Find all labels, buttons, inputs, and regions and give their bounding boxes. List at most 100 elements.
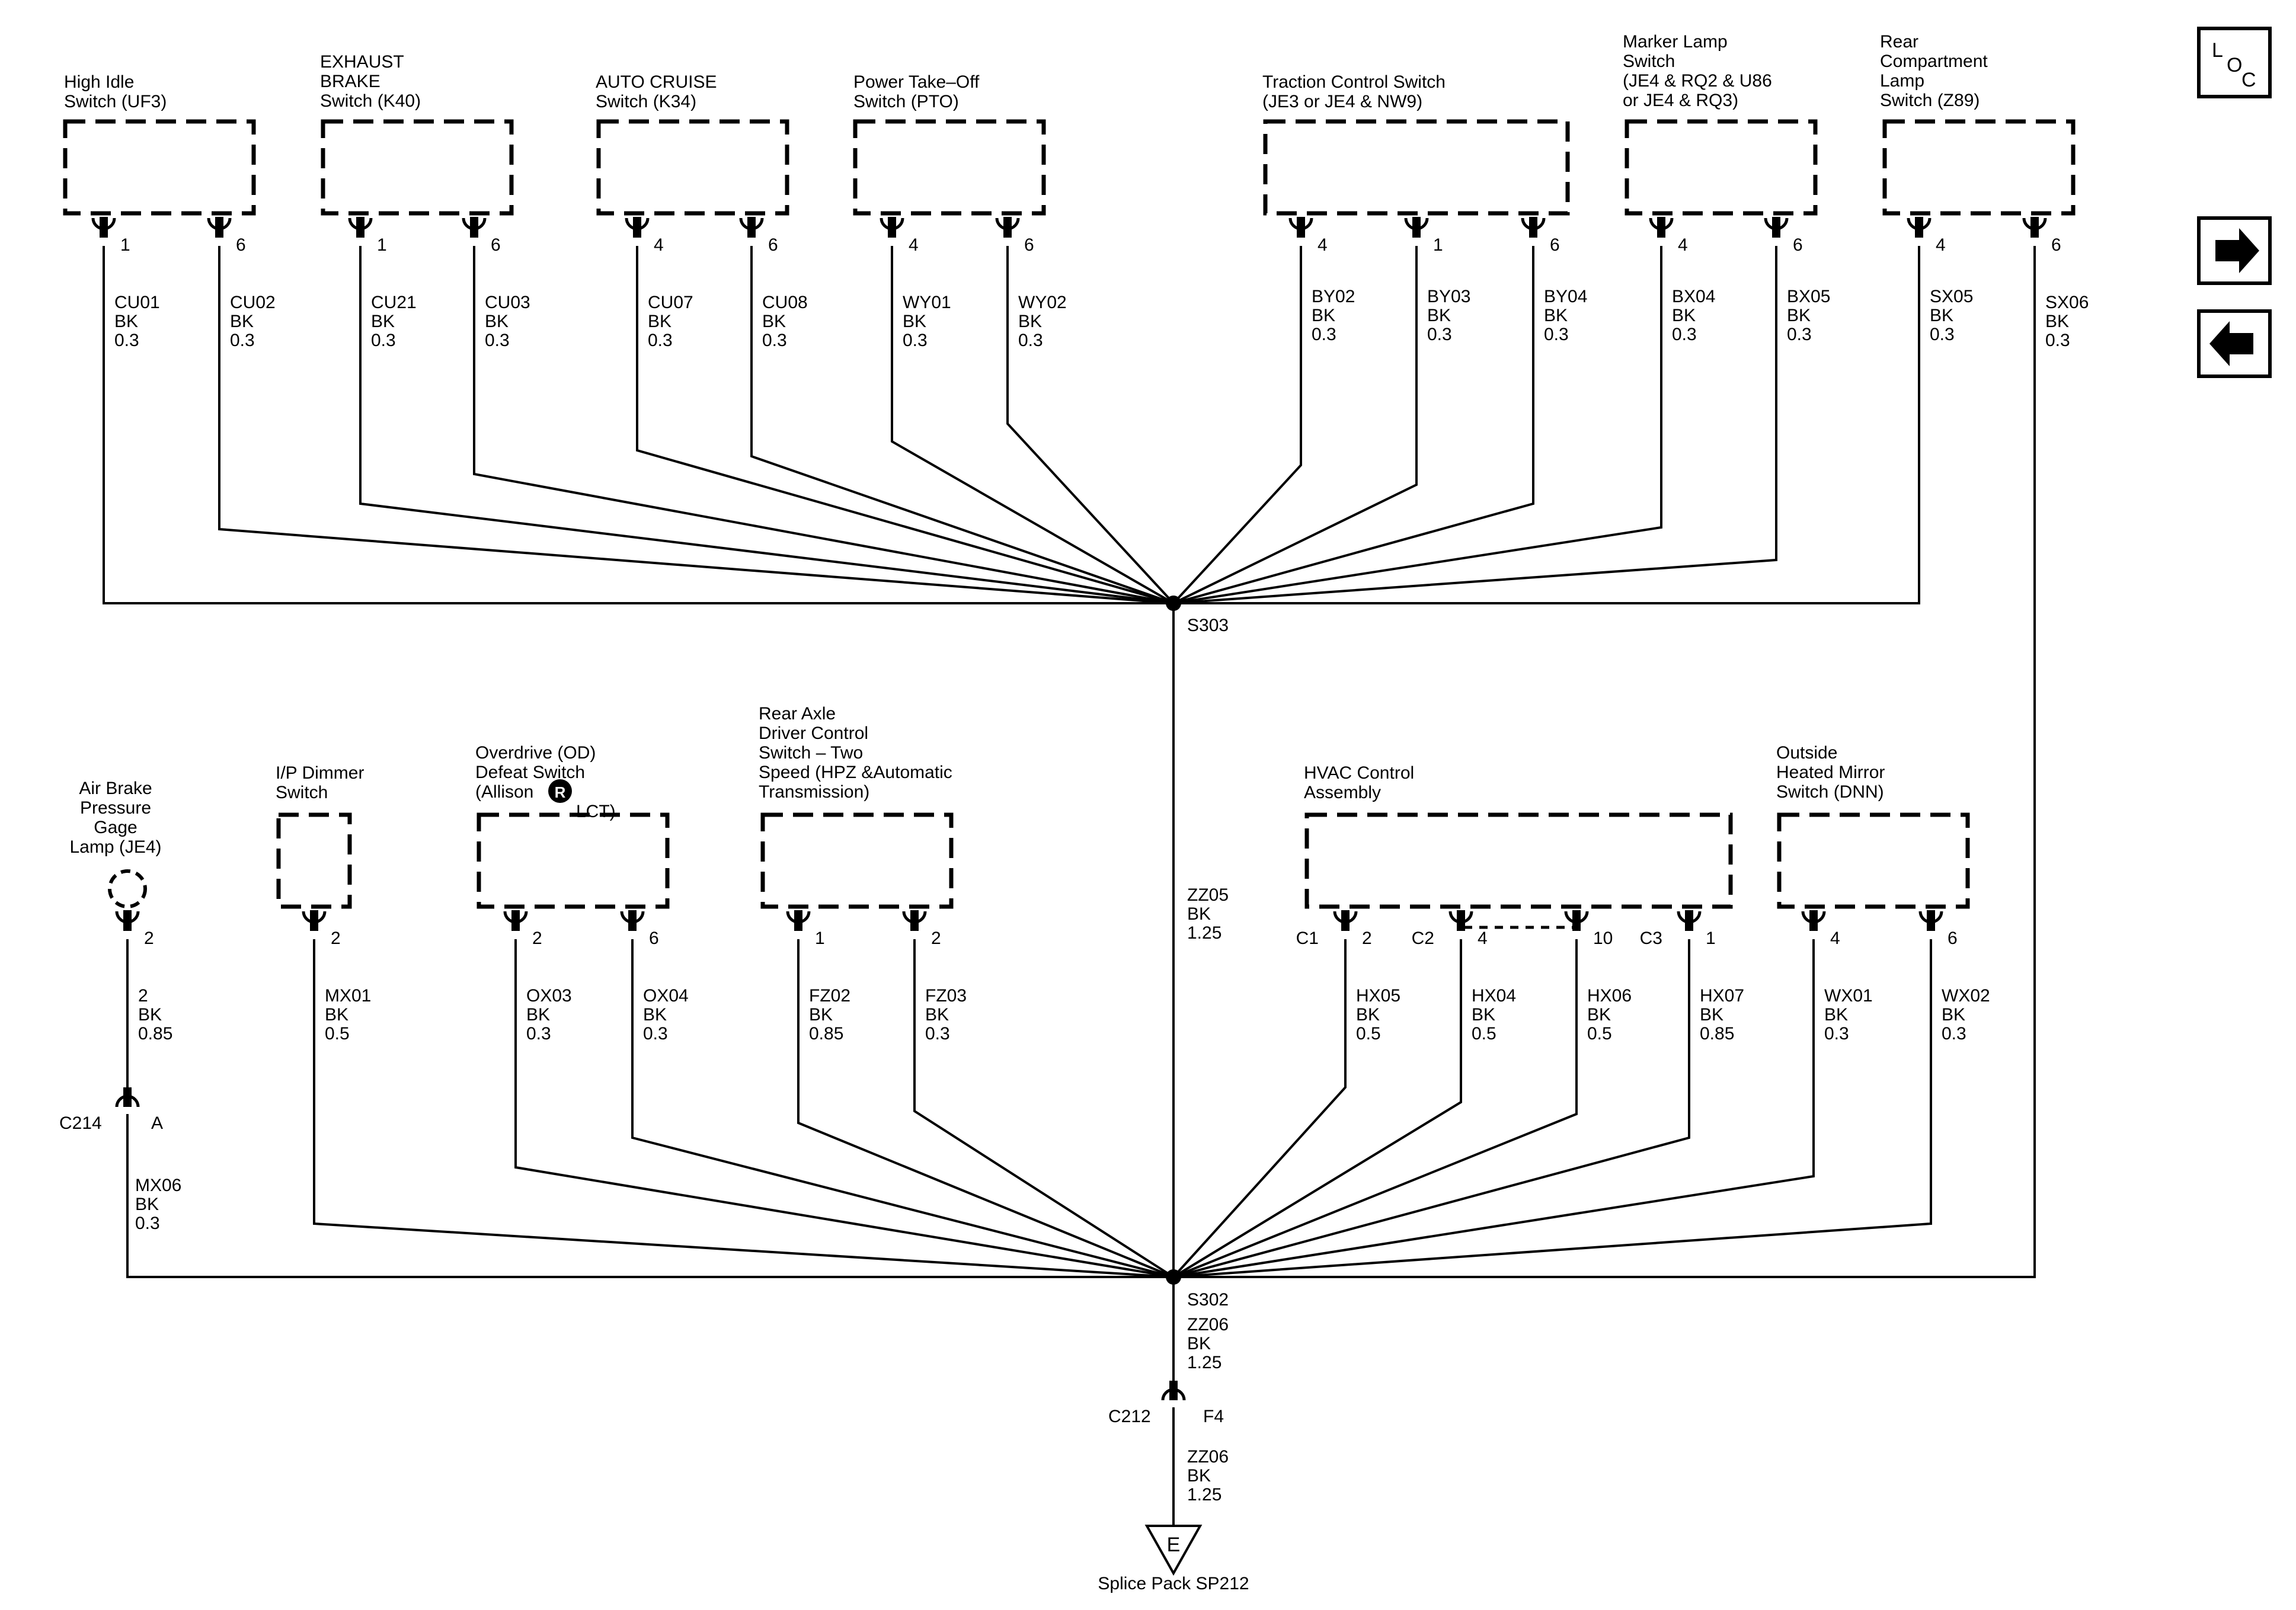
- wire-hx06: [1173, 939, 1578, 1278]
- wire-ox04: [631, 939, 1174, 1278]
- c214-pin-icon: [123, 1087, 132, 1107]
- wire-cu07: [636, 246, 1174, 604]
- hvac-pin-4-connector-pin-icon: [1457, 910, 1465, 931]
- rear-axle-circuit-FZ02: FZ02: [809, 986, 850, 1006]
- traction-circuit-BY04-gauge: 0.3: [1544, 325, 1569, 344]
- trunk-gauge: 1.25: [1187, 923, 1221, 943]
- wire-ox03: [514, 939, 1174, 1278]
- ip-dimmer-pin-2-connector-pin-icon: [310, 910, 318, 931]
- pto-label-line-1: Power Take–Off: [853, 72, 980, 92]
- wire-by02: [1172, 246, 1302, 604]
- zz06-upper-color: BK: [1187, 1334, 1211, 1353]
- rear-compartment-pin-4-connector-pin-icon: [1915, 217, 1923, 238]
- pto-pin-6-connector-pin-icon: [1003, 217, 1012, 238]
- wire-wx02: [1173, 939, 1932, 1278]
- exhaust-brake-label-line-3: Switch (K40): [320, 91, 421, 111]
- hvac-circuit-HX07-color: BK: [1700, 1005, 1723, 1025]
- pto-circuit-WY01: WY01: [903, 293, 951, 312]
- pto-pin-4-connector-pin-icon: [888, 217, 896, 238]
- previous-page-button[interactable]: [2197, 309, 2272, 378]
- zz06-upper-gauge: 1.25: [1187, 1353, 1221, 1372]
- air-brake-label-line-4: Lamp (JE4): [69, 837, 161, 857]
- mirror-label-line-1: Outside: [1776, 743, 1837, 763]
- exhaust-brake-pin-6-number: 6: [491, 235, 501, 255]
- marker-lamp-label-line-4: or JE4 & RQ3): [1623, 91, 1738, 110]
- overdrive-circuit-OX03-color: BK: [526, 1005, 550, 1025]
- mirror-pin-6-connector-pin-icon: [1927, 910, 1935, 931]
- traction-pin-6-connector: [1521, 217, 1546, 238]
- exhaust-brake-pin-6-connector-pin-icon: [470, 217, 478, 238]
- overdrive-pin-2-number: 2: [532, 929, 542, 948]
- loc-button[interactable]: L O C: [2197, 27, 2272, 98]
- traction-pin-1-connector: [1404, 217, 1429, 238]
- pto-pin-6-connector: [995, 217, 1020, 238]
- pin-connectors: [91, 217, 2047, 931]
- rear-compartment-circuit-SX06: SX06: [2045, 293, 2089, 312]
- rear-axle-pin-2-connector-pin-icon: [910, 910, 919, 931]
- hvac-circuit-HX04-gauge: 0.5: [1472, 1024, 1496, 1044]
- auto-cruise-circuit-CU07: CU07: [648, 293, 693, 312]
- traction-pin-1-connector-pin-icon: [1412, 217, 1421, 238]
- hvac-connector-C3: C3: [1640, 929, 1662, 948]
- rear-axle-pin-2-connector: [902, 910, 927, 931]
- rear-compartment-pin-6-connector-pin-icon: [2030, 217, 2039, 238]
- high-idle-pin-6-number: 6: [236, 235, 246, 255]
- traction-pin-4-connector: [1288, 217, 1313, 238]
- hvac-circuit-HX06: HX06: [1587, 986, 1632, 1006]
- registered-mark-letter: R: [555, 783, 566, 801]
- trunk-circuit: ZZ05: [1187, 885, 1229, 905]
- overdrive-pin-2-connector: [503, 910, 528, 931]
- exhaust-brake-pin-1-number: 1: [377, 235, 387, 255]
- exhaust-brake-pin-1-connector-pin-icon: [356, 217, 364, 238]
- mirror-label-line-2: Heated Mirror: [1776, 763, 1885, 782]
- high-idle-pin-1-connector: [91, 217, 116, 238]
- zz06-lower-circuit: ZZ06: [1187, 1447, 1229, 1467]
- rear-compartment-label-line-3: Lamp: [1880, 71, 1924, 91]
- auto-cruise-circuit-CU07-gauge: 0.3: [648, 331, 673, 350]
- traction-label-line-2: (JE3 or JE4 & NW9): [1262, 92, 1422, 111]
- high-idle-circuit-CU01: CU01: [114, 293, 160, 312]
- zz06-lower-gauge: 1.25: [1187, 1485, 1221, 1505]
- wire-mx01: [313, 939, 1174, 1278]
- wire-cu02: [218, 246, 1174, 604]
- next-page-button[interactable]: [2197, 216, 2272, 285]
- rear-axle-circuit-FZ03-color: BK: [925, 1005, 949, 1025]
- marker-lamp-circuit-BX04-color: BK: [1672, 306, 1696, 325]
- box-hvac: [1304, 812, 1733, 909]
- wire-fz02: [797, 939, 1174, 1278]
- marker-lamp-circuit-BX04: BX04: [1672, 287, 1715, 306]
- wire-wy02: [1006, 246, 1175, 604]
- hvac-circuit-HX07: HX07: [1700, 986, 1744, 1006]
- box-marker-lamp: [1625, 119, 1818, 216]
- rear-compartment-pin-4-connector: [1907, 217, 1932, 238]
- exhaust-brake-label-line-1: EXHAUST: [320, 52, 404, 72]
- wire-wx01: [1173, 939, 1815, 1278]
- traction-circuit-BY02: BY02: [1312, 287, 1355, 306]
- wire-harness: [103, 246, 2036, 1526]
- wire-sx06: [1173, 246, 2036, 1278]
- c212-name: C212: [1108, 1407, 1151, 1426]
- high-idle-circuit-CU02-color: BK: [230, 312, 254, 331]
- rear-compartment-circuit-SX06-color: BK: [2045, 312, 2069, 331]
- mirror-circuit-WX01-gauge: 0.3: [1824, 1024, 1849, 1044]
- mirror-circuit-WX02-gauge: 0.3: [1942, 1024, 1966, 1044]
- air-brake-pin-2-number: 2: [144, 929, 154, 948]
- hvac-pin-1-connector-pin-icon: [1685, 910, 1693, 931]
- hvac-circuit-HX06-color: BK: [1587, 1005, 1611, 1025]
- mx06-circuit: MX06: [135, 1176, 181, 1195]
- marker-lamp-pin-4-connector: [1649, 217, 1674, 238]
- wire-cu01: [103, 246, 1173, 604]
- box-ip-dimmer: [276, 812, 352, 909]
- hvac-circuit-HX07-gauge: 0.85: [1700, 1024, 1734, 1044]
- ip-dimmer-label-line-2: Switch: [276, 783, 328, 802]
- wire-cu03: [473, 246, 1174, 604]
- auto-cruise-pin-6-connector-pin-icon: [747, 217, 756, 238]
- hvac-circuit-HX05: HX05: [1356, 986, 1400, 1006]
- mirror-circuit-WX02: WX02: [1942, 986, 1990, 1006]
- ip-dimmer-label-line-1: I/P Dimmer: [276, 763, 364, 783]
- c214-connector: [115, 1087, 140, 1108]
- exhaust-brake-circuit-CU21: CU21: [371, 293, 417, 312]
- overdrive-pin-6-connector: [620, 910, 645, 931]
- exhaust-brake-circuit-CU21-color: BK: [371, 312, 395, 331]
- ground-letter: E: [1167, 1534, 1181, 1556]
